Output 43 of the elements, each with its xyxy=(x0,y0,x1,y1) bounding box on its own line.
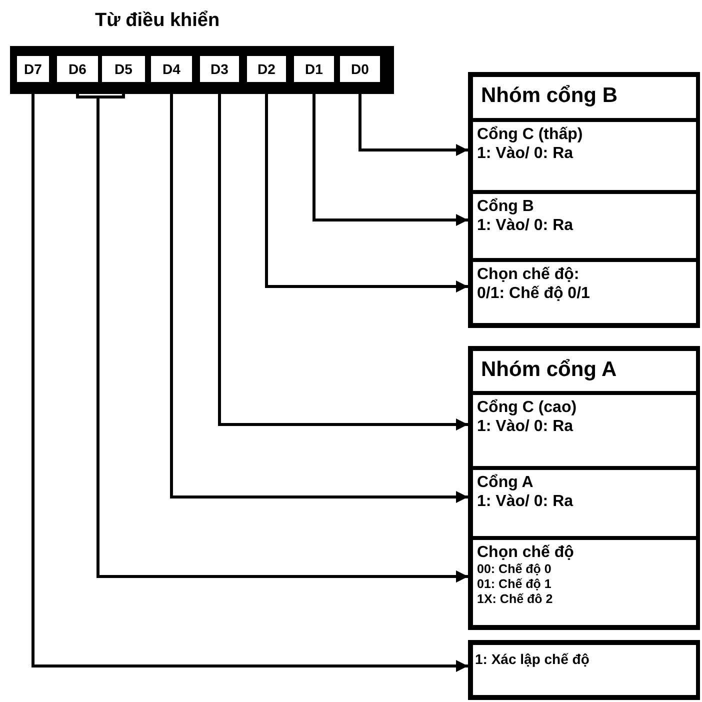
setting-values: 1: Vào/ 0: Ra xyxy=(477,417,574,436)
setting-box xyxy=(468,640,700,700)
setting-name: Cổng A xyxy=(477,473,534,492)
bit-cell xyxy=(245,54,288,84)
setting-values: 0/1: Chế độ 0/1 xyxy=(477,284,591,304)
setting-values: 1: Vào/ 0: Ra xyxy=(477,492,574,512)
bit-label: D7 xyxy=(24,60,42,78)
setting-values: 1: Vào/ 0: Ra xyxy=(477,216,574,236)
bit-cell xyxy=(292,54,336,84)
bit-label: D1 xyxy=(305,60,323,78)
bit-label: D0 xyxy=(351,60,369,78)
bit-cell xyxy=(198,54,241,84)
port-group-box xyxy=(468,72,700,328)
heading: Từ điều khiển xyxy=(95,10,220,32)
setting-name: Cổng C (thấp) xyxy=(477,125,584,144)
arrow xyxy=(170,92,468,503)
bit-cell xyxy=(338,54,382,84)
bit-cell xyxy=(15,54,51,84)
setting-values: 1X: Chế đô 2 xyxy=(477,592,554,608)
setting-name: Cổng C (cao) xyxy=(477,398,578,418)
setting-values: 00: Chế độ 0 xyxy=(477,562,552,578)
bit-label: D6 xyxy=(68,60,86,78)
setting-name: Cổng B xyxy=(477,197,535,216)
setting-name: Chọn chế độ xyxy=(477,543,575,562)
group-heading: Nhóm cổng A xyxy=(481,357,617,382)
arrow xyxy=(312,92,468,226)
arrow xyxy=(358,92,468,156)
bit-label: D2 xyxy=(258,60,276,78)
setting-text: 1: Xác lập chế độ xyxy=(475,651,590,668)
arrow xyxy=(265,92,468,292)
bit-label: D3 xyxy=(210,60,228,78)
arrow xyxy=(218,92,468,430)
arrow xyxy=(32,92,468,672)
bit-label: D5 xyxy=(114,60,132,78)
setting-values: 01: Chế độ 1 xyxy=(477,577,552,592)
group-heading: Nhóm cổng B xyxy=(481,83,618,108)
bit-cell xyxy=(149,54,194,84)
bit-cell xyxy=(100,54,147,84)
setting-name: Chọn chế độ: xyxy=(477,265,580,284)
bit-cell xyxy=(55,54,100,84)
bit-label: D4 xyxy=(162,60,180,78)
setting-values: 1: Vào/ 0: Ra xyxy=(477,144,574,164)
port-group-box xyxy=(468,346,700,630)
